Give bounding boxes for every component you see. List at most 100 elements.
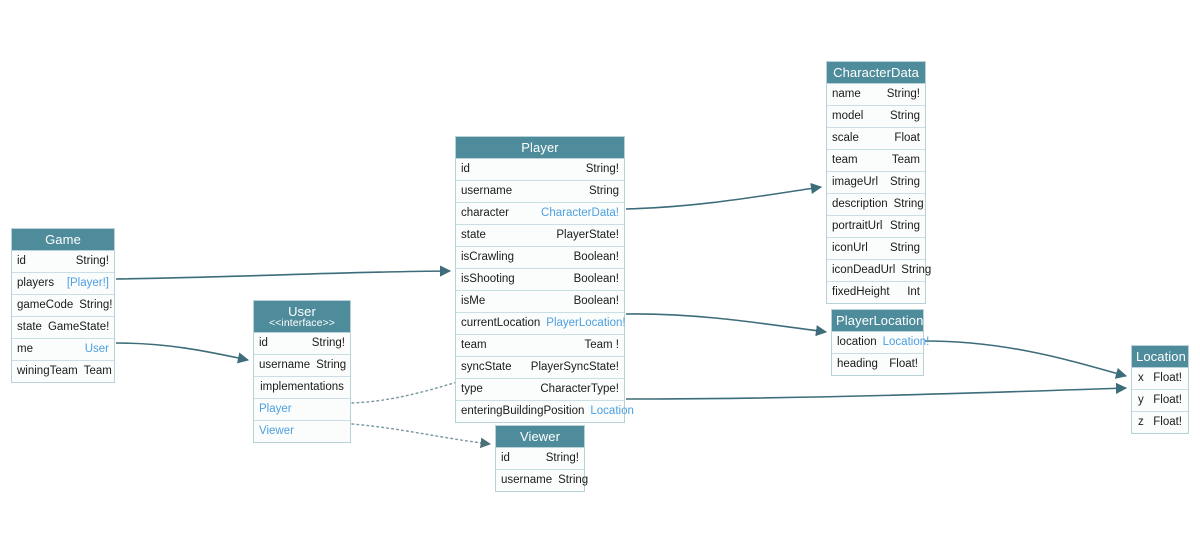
entity-game[interactable]: Game id String! players [Player!] gameCo… — [11, 228, 115, 383]
field-name: heading — [837, 358, 878, 370]
field-row[interactable]: winingTeam Team — [12, 361, 114, 382]
field-name: id — [259, 337, 268, 349]
edge-player-currentlocation-to-playerlocation — [625, 313, 828, 337]
field-type[interactable]: CharacterData! — [541, 207, 619, 219]
field-row[interactable]: id String! — [254, 333, 350, 355]
field-row[interactable]: y Float! — [1132, 390, 1188, 412]
entity-location[interactable]: Location x Float! y Float! z Float! — [1131, 345, 1189, 434]
field-row[interactable]: isCrawling Boolean! — [456, 247, 624, 269]
field-row[interactable]: isMe Boolean! — [456, 291, 624, 313]
field-name: location — [837, 336, 877, 348]
field-name: username — [259, 359, 311, 371]
field-type[interactable]: PlayerLocation! — [546, 317, 626, 329]
entity-playerlocation[interactable]: PlayerLocation location Location! headin… — [831, 309, 929, 376]
field-row[interactable]: players [Player!] — [12, 273, 114, 295]
implementation-item-player[interactable]: Player — [254, 399, 350, 421]
field-name: type — [461, 383, 483, 395]
field-row[interactable]: x Float! — [1132, 368, 1188, 390]
field-type: Team ! — [584, 339, 619, 351]
field-name: state — [17, 321, 42, 333]
field-row[interactable]: id String! — [496, 448, 584, 470]
field-type[interactable]: Location! — [882, 336, 930, 348]
field-type: Float — [894, 132, 920, 144]
field-name: portraitUrl — [832, 220, 883, 232]
field-name: username — [501, 474, 553, 486]
field-name: currentLocation — [461, 317, 541, 329]
field-row[interactable]: state PlayerState! — [456, 225, 624, 247]
field-type: Int — [907, 286, 920, 298]
field-row[interactable]: z Float! — [1132, 412, 1188, 433]
entity-characterdata[interactable]: CharacterData name String! model String … — [826, 61, 931, 304]
field-row[interactable]: me User — [12, 339, 114, 361]
field-row[interactable]: portraitUrl String — [827, 216, 925, 238]
field-row[interactable]: id String! — [12, 251, 114, 273]
field-type[interactable]: [Player!] — [66, 277, 109, 289]
field-row[interactable]: isShooting Boolean! — [456, 269, 624, 291]
field-row[interactable]: heading Float! — [832, 354, 923, 375]
field-name: x — [1138, 372, 1144, 384]
entity-location-title: Location — [1132, 346, 1188, 368]
field-name: character — [461, 207, 509, 219]
field-row[interactable]: character CharacterData! — [456, 203, 624, 225]
field-name: scale — [832, 132, 859, 144]
entity-characterdata-title: CharacterData — [827, 62, 925, 84]
field-row[interactable]: currentLocation PlayerLocation! — [456, 313, 626, 335]
field-row[interactable]: iconUrl String — [827, 238, 925, 260]
edge-player-character-to-characterdata — [625, 182, 823, 210]
field-type: String! — [311, 337, 345, 349]
field-row[interactable]: id String! — [456, 159, 624, 181]
field-row[interactable]: location Location! — [832, 332, 929, 354]
field-row[interactable]: name String! — [827, 84, 925, 106]
field-name: username — [461, 185, 513, 197]
field-row[interactable]: scale Float — [827, 128, 925, 150]
edge-playerlocation-location-to-location — [924, 340, 1128, 379]
entity-user[interactable]: User <<interface>> id String! username S… — [253, 300, 351, 443]
implementation-item-viewer[interactable]: Viewer — [254, 421, 350, 442]
field-row[interactable]: description String — [827, 194, 925, 216]
field-type[interactable]: Location — [590, 405, 634, 417]
field-type: String — [588, 185, 619, 197]
field-row[interactable]: team Team — [827, 150, 925, 172]
field-row[interactable]: model String — [827, 106, 925, 128]
field-row[interactable]: enteringBuildingPosition Location — [456, 401, 634, 422]
field-type: Float! — [1153, 394, 1182, 406]
field-name: syncState — [461, 361, 512, 373]
field-row[interactable]: iconDeadUrl String — [827, 260, 931, 282]
field-type: String — [889, 176, 920, 188]
entity-viewer[interactable]: Viewer id String! username String — [495, 425, 588, 492]
field-type: String — [558, 474, 589, 486]
field-type: Float! — [889, 358, 918, 370]
field-type[interactable]: User — [84, 343, 109, 355]
field-row[interactable]: syncState PlayerSyncState! — [456, 357, 624, 379]
edge-user-impl-viewer-to-viewer — [351, 423, 492, 449]
field-row[interactable]: fixedHeight Int — [827, 282, 925, 303]
field-row[interactable]: team Team ! — [456, 335, 624, 357]
field-type: Float! — [1153, 416, 1182, 428]
field-row[interactable]: username String — [496, 470, 588, 491]
entity-player[interactable]: Player id String! username String charac… — [455, 136, 634, 423]
field-name: imageUrl — [832, 176, 879, 188]
field-type: String — [889, 242, 920, 254]
field-name: enteringBuildingPosition — [461, 405, 585, 417]
field-name: id — [17, 255, 26, 267]
field-type: Team — [891, 154, 920, 166]
field-row[interactable]: imageUrl String — [827, 172, 925, 194]
field-name: isCrawling — [461, 251, 515, 263]
implementations-label: implementations — [260, 381, 344, 393]
field-row[interactable]: username String — [456, 181, 624, 203]
field-type: PlayerSyncState! — [530, 361, 619, 373]
entity-user-name: User — [288, 304, 316, 319]
field-name: isShooting — [461, 273, 515, 285]
field-type: String! — [545, 452, 579, 464]
field-row[interactable]: gameCode String! — [12, 295, 114, 317]
field-type: Boolean! — [573, 251, 619, 263]
field-row[interactable]: type CharacterType! — [456, 379, 624, 401]
field-type: String — [316, 359, 347, 371]
field-row[interactable]: username String — [254, 355, 350, 377]
field-row[interactable]: state GameState! — [12, 317, 114, 339]
field-type: String — [893, 198, 924, 210]
implementation-name: Viewer — [259, 425, 294, 437]
entity-viewer-title: Viewer — [496, 426, 584, 448]
edge-game-me-to-user — [115, 342, 250, 364]
entity-game-title: Game — [12, 229, 114, 251]
